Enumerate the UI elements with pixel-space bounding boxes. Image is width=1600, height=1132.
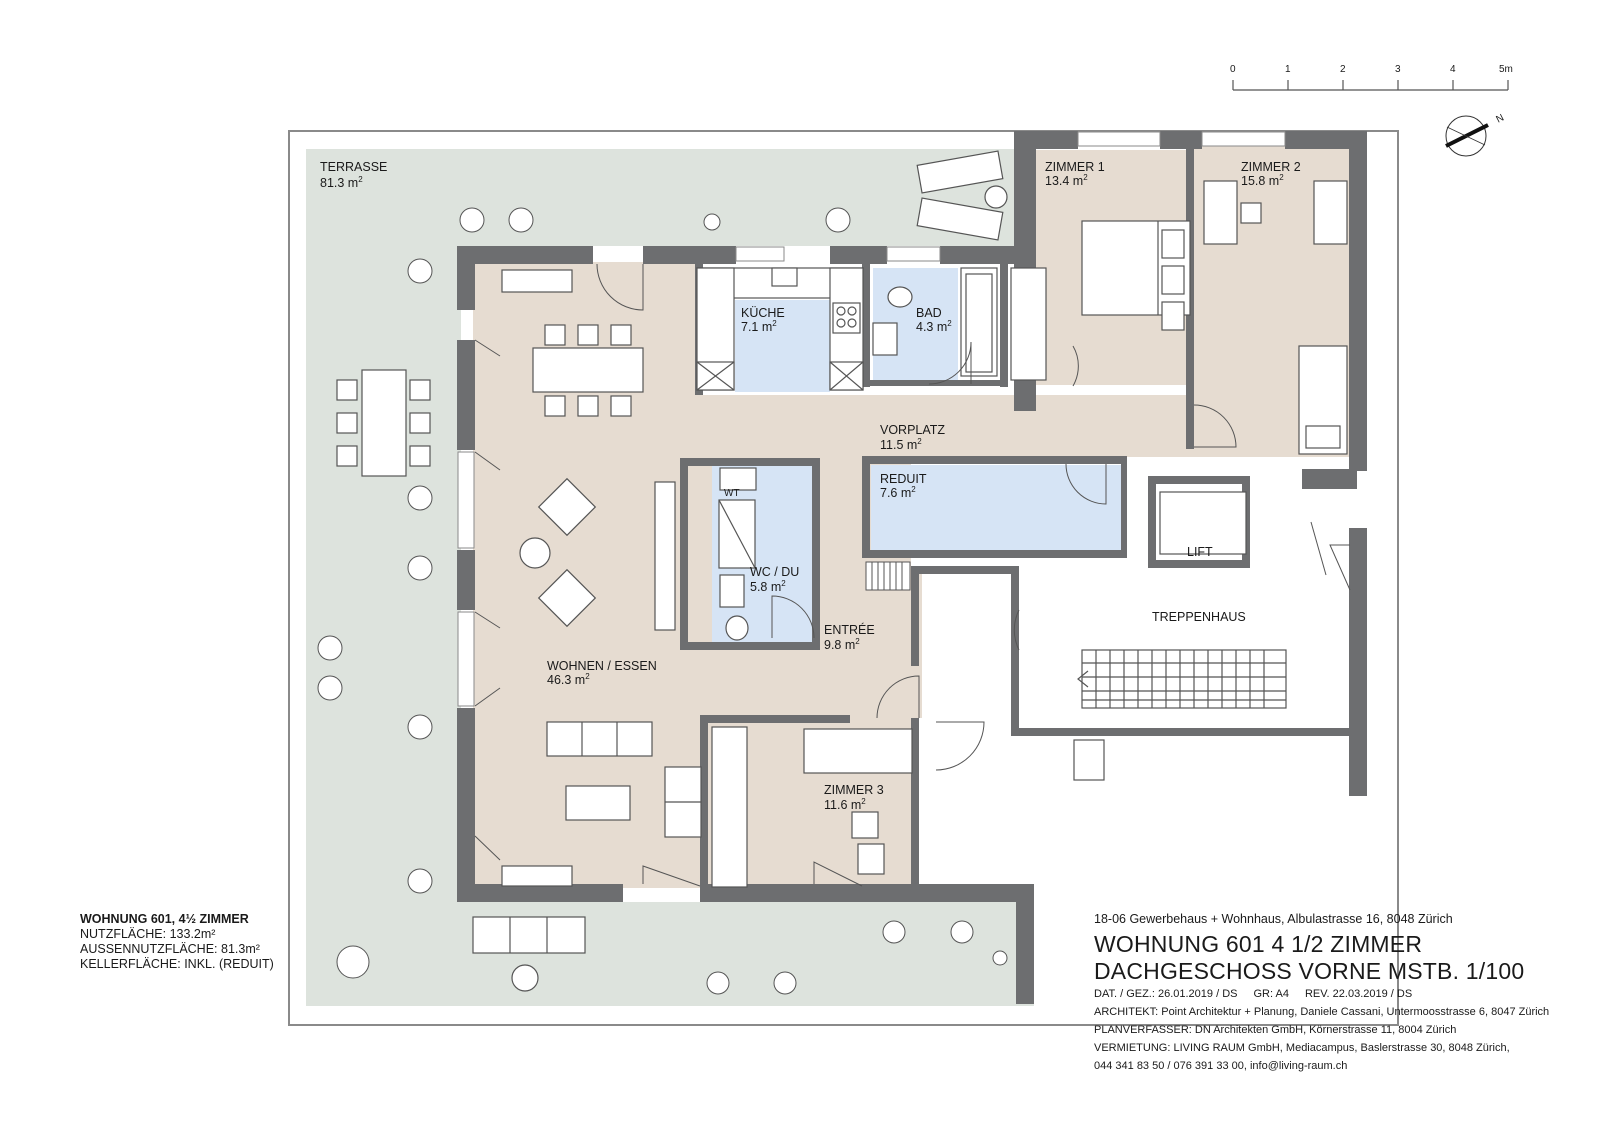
scale-label-0: 0: [1230, 64, 1236, 75]
furniture: [336, 150, 1348, 992]
treppenhaus-label: TREPPENHAUS: [1152, 610, 1246, 624]
room-labels: TERRASSE 81.3 m2 ZIMMER 1 13.4 m2 ZIMMER…: [320, 160, 1301, 812]
title-block: 18-06 Gewerbehaus + Wohnhaus, Albulastra…: [1094, 912, 1594, 1075]
sofa: [546, 721, 653, 757]
zimmer2-area: 15.8 m: [1241, 174, 1279, 188]
dining-table: [532, 347, 644, 393]
terrace-boundary: [288, 130, 1399, 1026]
windows: [457, 131, 1286, 707]
stair-floor: [1016, 630, 1354, 742]
kueche-label: KÜCHE: [741, 306, 785, 320]
scale-label-4: 4: [1450, 64, 1456, 75]
reduit-area: 7.6 m: [880, 486, 911, 500]
scale-label-2: 2: [1340, 64, 1346, 75]
zimmer2-label: ZIMMER 2: [1241, 160, 1301, 174]
entree-area: 9.8 m: [824, 638, 855, 652]
north-arrow-icon: N: [1445, 113, 1506, 157]
entree-label: ENTRÉE: [824, 622, 875, 637]
unit-summary: WOHNUNG 601, 4½ ZIMMER NUTZFLÄCHE: 133.2…: [80, 912, 274, 972]
wohnen-area: 46.3 m: [547, 673, 585, 687]
meta-line: DAT. / GEZ.: 26.01.2019 / DS GR: A4 REV. 2…: [1094, 985, 1594, 1003]
sideboard: [654, 481, 676, 631]
vorplatz-label: VORPLATZ: [880, 423, 945, 437]
reduit-label: REDUIT: [880, 472, 927, 486]
bed: [803, 728, 913, 774]
wcdu-area: 5.8 m: [750, 580, 781, 594]
stair-flight: [1077, 649, 1287, 709]
sun-lounger: [916, 197, 1004, 241]
zimmer1-area: 13.4 m: [1045, 174, 1083, 188]
date-field: DAT. / GEZ.: 26.01.2019 / DS: [1094, 988, 1238, 1000]
lift-cabin: [1159, 491, 1247, 555]
contact-line: 044 341 83 50 / 076 391 33 00, info@livi…: [1094, 1060, 1348, 1072]
svg-text:11.5 m2: 11.5 m2: [880, 437, 922, 452]
walls: [457, 131, 1367, 1004]
planverfasser-line: PLANVERFASSER: DN Architekten GmbH, Körn…: [1094, 1024, 1457, 1036]
svg-text:N: N: [1495, 113, 1506, 126]
summary-title: WOHNUNG 601, 4½ ZIMMER: [80, 912, 249, 926]
reduit-floor: [871, 465, 1126, 552]
coffee-table: [565, 785, 631, 821]
entry-grille: [865, 561, 911, 591]
apartment-floor: [473, 145, 1351, 888]
svg-text:11.6 m2: 11.6 m2: [824, 797, 866, 812]
bad-area: 4.3 m: [916, 320, 947, 334]
terrace-bench: [472, 916, 586, 954]
scale-label-1: 1: [1285, 64, 1291, 75]
terrasse-area: 81.3 m: [320, 176, 358, 190]
vermietung-line: VERMIETUNG: LIVING RAUM GmbH, Mediacampu…: [1094, 1042, 1510, 1054]
svg-text:4.3 m2: 4.3 m2: [916, 319, 952, 334]
plan-title-2: DACHGESCHOSS VORNE MSTB. 1/100: [1094, 958, 1525, 984]
project-line: 18-06 Gewerbehaus + Wohnhaus, Albulastra…: [1094, 912, 1453, 926]
svg-text:7.1 m2: 7.1 m2: [741, 319, 777, 334]
wohnen-label: WOHNEN / ESSEN: [547, 659, 657, 673]
terrace-floor: [306, 149, 1034, 1006]
zimmer3-label: ZIMMER 3: [824, 783, 884, 797]
architekt-line: ARCHITEKT: Point Architektur + Planung, …: [1094, 1006, 1550, 1018]
format-field: GR: A4: [1253, 988, 1289, 1000]
summary-nutzflaeche: NUTZFLÄCHE: 133.2m²: [80, 927, 216, 941]
lift-label: LIFT: [1187, 545, 1213, 559]
summary-kellerflaeche: KELLERFLÄCHE: INKL. (REDUIT): [80, 957, 274, 971]
kueche-floor: [735, 300, 830, 392]
vorplatz-area: 11.5 m: [880, 438, 917, 452]
zimmer3-area: 11.6 m: [824, 798, 861, 812]
kueche-area: 7.1 m: [741, 320, 772, 334]
scale-label-3: 3: [1395, 64, 1401, 75]
wt-label: WT: [724, 488, 740, 499]
scale-label-5m: 5m: [1499, 64, 1513, 75]
svg-text:7.6 m2: 7.6 m2: [880, 485, 916, 500]
terrasse-label: TERRASSE: [320, 160, 387, 174]
zimmer1-label: ZIMMER 1: [1045, 160, 1105, 174]
svg-text:13.4 m2: 13.4 m2: [1045, 173, 1088, 188]
svg-text:81.3 m2: 81.3 m2: [320, 175, 363, 190]
plants: [317, 207, 1008, 995]
summary-aussennutzflaeche: AUSSENNUTZFLÄCHE: 81.3m²: [80, 942, 260, 956]
bad-label: BAD: [916, 306, 942, 320]
wcdu-label: WC / DU: [750, 565, 799, 579]
svg-text:5.8 m2: 5.8 m2: [750, 579, 786, 594]
svg-text:46.3 m2: 46.3 m2: [547, 672, 590, 687]
svg-text:15.8 m2: 15.8 m2: [1241, 173, 1284, 188]
scale-bar: 0 1 2 3 4 5m: [1230, 64, 1513, 91]
revision-field: REV. 22.03.2019 / DS: [1304, 988, 1413, 1000]
terrace-dining-table: [361, 369, 407, 477]
door-swings: [474, 263, 1351, 887]
svg-text:9.8 m2: 9.8 m2: [824, 637, 860, 652]
plan-title-1: WOHNUNG 601 4 1/2 ZIMMER: [1094, 931, 1423, 957]
sun-lounger: [916, 150, 1004, 194]
